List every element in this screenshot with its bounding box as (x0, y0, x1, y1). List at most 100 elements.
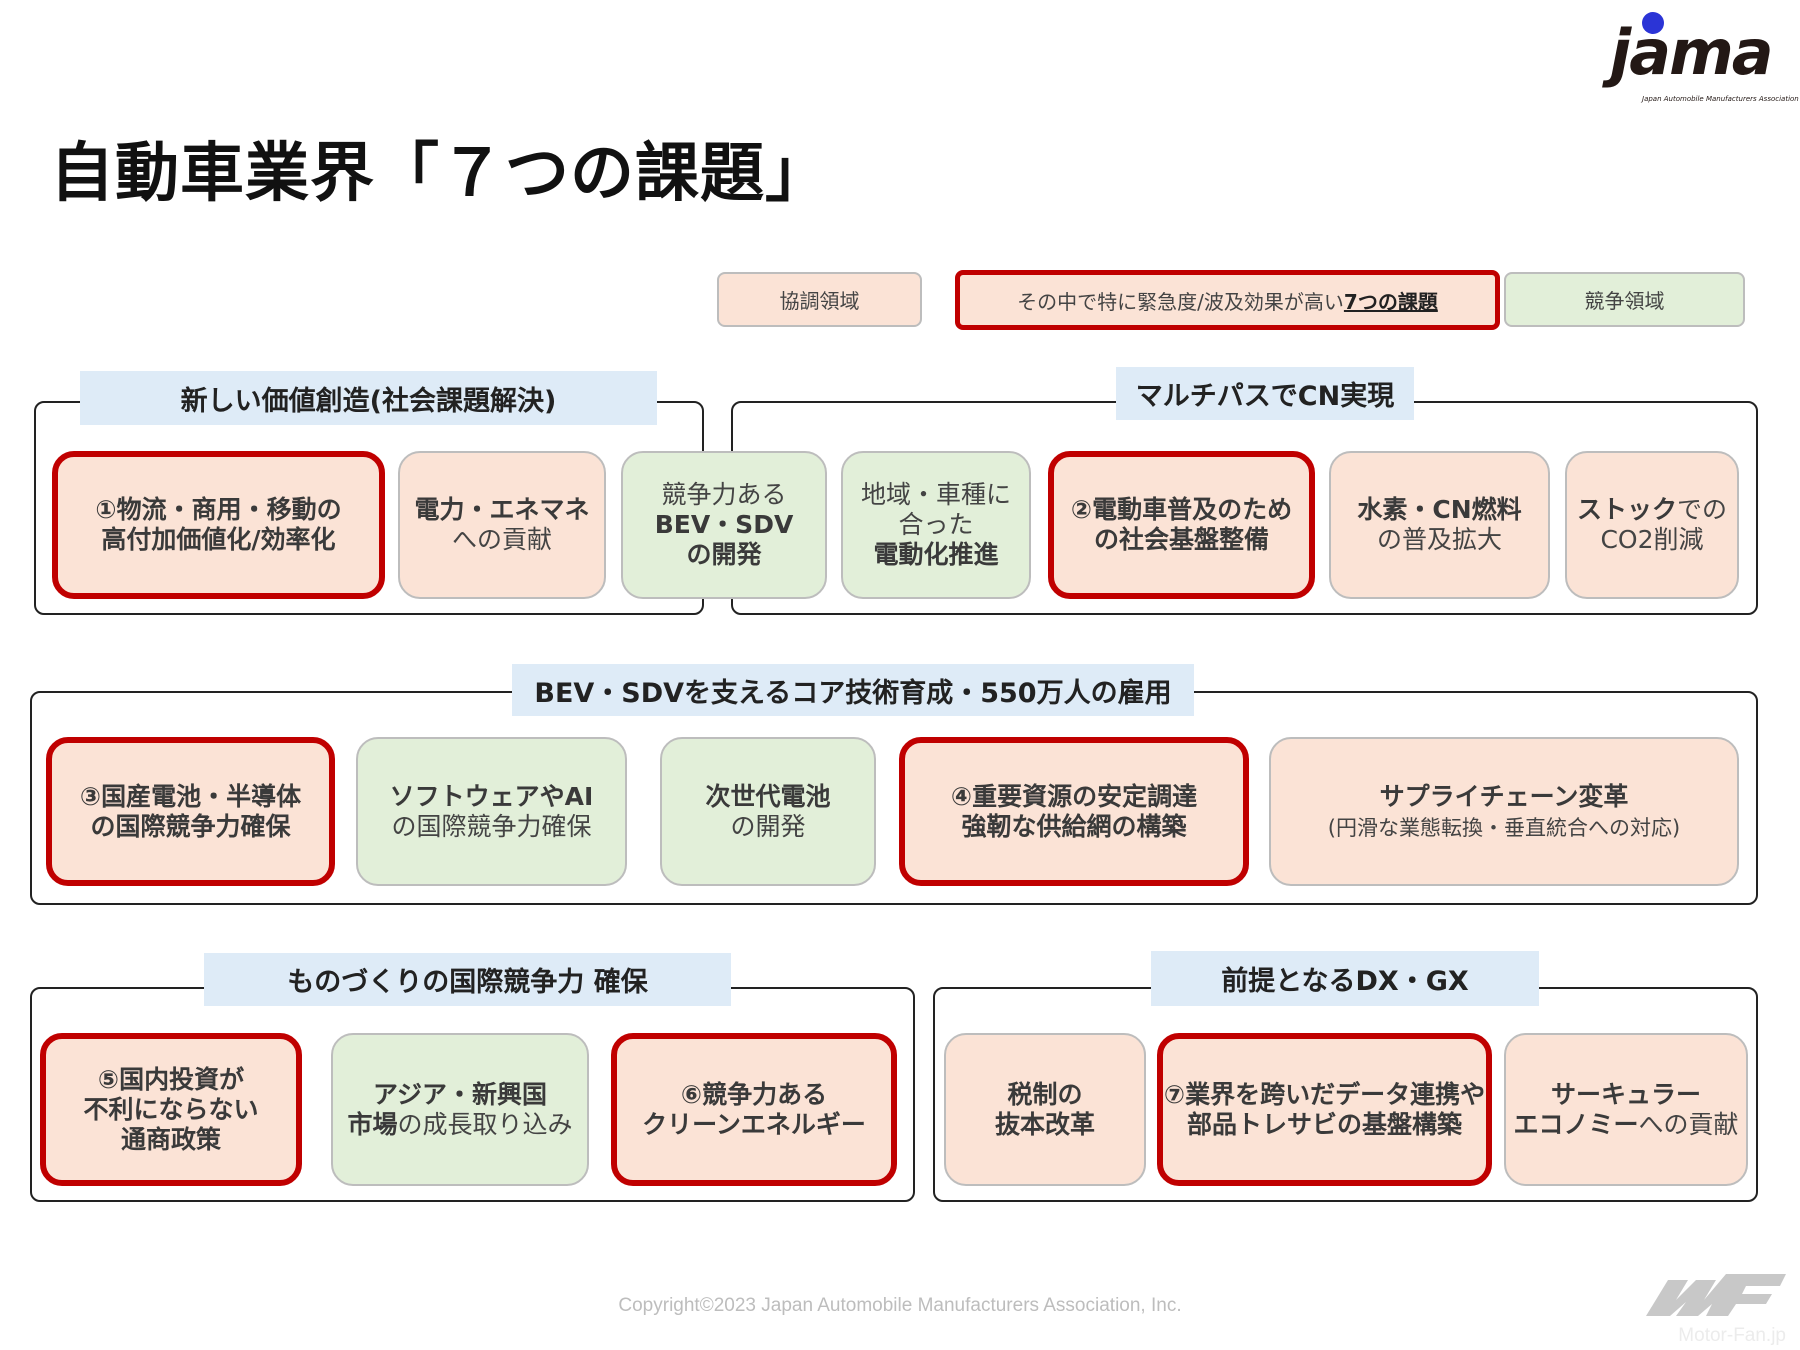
card-line: への貢献 (452, 525, 552, 555)
issue-card: 税制の抜本改革 (944, 1033, 1146, 1186)
card-line: の普及拡大 (1377, 525, 1502, 555)
card-text: の普及拡大 (1376, 525, 1502, 554)
card-text: サプライチェーン変革 (1379, 781, 1629, 811)
card-text: 電動化推進 (873, 540, 999, 569)
card-line: の開発 (686, 540, 761, 570)
card-text: ②電動車普及のため (1070, 495, 1293, 524)
card-line: ソフトウェアやAI (390, 782, 594, 812)
motor-fan-logo-icon (1646, 1274, 1786, 1316)
card-text: BEV・SDV (654, 510, 794, 539)
legend-label: 協調領域 (779, 289, 860, 313)
card-line: CO2削減 (1600, 525, 1703, 555)
card-line: ⑤国内投資が (98, 1065, 244, 1095)
issue-card-priority: ③国産電池・半導体の国際競争力確保 (46, 737, 335, 886)
issue-card-priority: ④重要資源の安定調達強靭な供給網の構築 (899, 737, 1249, 886)
card-text: への貢献 (451, 525, 552, 554)
card-text: での (1677, 495, 1728, 524)
card-line: サプライチェーン変革 (1380, 782, 1629, 812)
page-title: 自動車業界「７つの課題」 (50, 137, 830, 211)
card-text: 高付加価値化/効率化 (101, 525, 336, 554)
card-text: 強靭な供給網の構築 (961, 811, 1187, 841)
card-line: 強靭な供給網の構築 (961, 812, 1186, 842)
card-text: CO2削減 (1600, 525, 1704, 554)
card-line: の社会基盤整備 (1094, 525, 1269, 555)
card-line: サーキュラー (1551, 1080, 1701, 1110)
issue-card: 水素・CN燃料の普及拡大 (1329, 451, 1550, 599)
motor-fan-watermark: Motor-Fan.jp (1646, 1268, 1786, 1348)
card-line: ⑥競争力ある (681, 1080, 827, 1110)
card-line: 通商政策 (121, 1125, 221, 1155)
card-line: 税制の (1007, 1080, 1082, 1110)
card-text: ①物流・商用・移動の (95, 495, 342, 524)
card-text: 地域・車種に (860, 480, 1011, 509)
card-text: への貢献 (1638, 1109, 1739, 1139)
card-line: エコノミーへの貢献 (1513, 1110, 1738, 1140)
section-label-multipath: マルチパスでCN実現 (1116, 367, 1414, 420)
issue-card: 次世代電池の開発 (660, 737, 876, 886)
logo-dot (1642, 12, 1664, 34)
card-text: 抜本改革 (994, 1109, 1095, 1139)
card-line: 不利にならない (83, 1095, 258, 1125)
card-text: ストック (1576, 495, 1677, 524)
issue-card-priority: ⑦業界を跨いだデータ連携や部品トレサビの基盤構築 (1157, 1033, 1492, 1186)
card-text: ⑤国内投資が (97, 1064, 245, 1094)
card-text: ③国産電池・半導体 (79, 781, 302, 811)
card-line: の開発 (730, 812, 805, 842)
card-text: の社会基盤整備 (1093, 525, 1269, 554)
card-text: の開発 (730, 811, 806, 841)
issue-card-priority: ①物流・商用・移動の高付加価値化/効率化 (52, 451, 385, 599)
card-text: サーキュラー (1550, 1079, 1701, 1109)
section-label-core-tech: BEV・SDVを支えるコア技術育成・550万人の雇用 (512, 664, 1194, 716)
card-line: ⑦業界を跨いだデータ連携や (1164, 1080, 1485, 1110)
card-line: の国際競争力確保 (90, 812, 290, 842)
card-line: 市場の成長取り込み (347, 1110, 572, 1140)
card-text: 部品トレサビの基盤構築 (1186, 1109, 1462, 1139)
card-line: アジア・新興国 (373, 1080, 547, 1110)
card-line: ②電動車普及のため (1071, 495, 1292, 525)
issue-card: サーキュラーエコノミーへの貢献 (1504, 1033, 1748, 1186)
card-line: の国際競争力確保 (391, 812, 591, 842)
card-text: 通商政策 (120, 1124, 221, 1154)
legend-competition: 競争領域 (1504, 272, 1745, 327)
issue-card-priority: ⑥競争力あるクリーンエネルギー (611, 1033, 897, 1186)
card-text: ④重要資源の安定調達 (950, 781, 1198, 811)
card-line: ストックでの (1577, 495, 1727, 525)
legend-label: その中で特に緊急度/波及効果が高い (1017, 289, 1344, 314)
card-text: の開発 (686, 540, 762, 569)
card-text: 電力・エネマネ (414, 495, 590, 524)
card-line: 次世代電池 (705, 782, 830, 812)
card-line: 高付加価値化/効率化 (101, 525, 335, 555)
section-label-new-value: 新しい価値創造(社会課題解決) (80, 371, 657, 425)
card-line: クリーンエネルギー (642, 1110, 866, 1140)
issue-card: 地域・車種に合った電動化推進 (841, 451, 1031, 599)
issue-card: 電力・エネマネへの貢献 (398, 451, 606, 599)
card-text: の国際競争力確保 (391, 811, 592, 841)
card-text: の国際競争力確保 (90, 811, 291, 841)
card-text: 市場 (347, 1109, 398, 1139)
card-line: ①物流・商用・移動の (95, 495, 341, 525)
card-text: 水素・CN燃料 (1357, 495, 1522, 524)
card-text: アジア・新興国 (372, 1079, 547, 1109)
issue-card: アジア・新興国市場の成長取り込み (331, 1033, 589, 1186)
card-line: 水素・CN燃料 (1357, 495, 1521, 525)
card-text: 次世代電池 (705, 781, 831, 811)
card-line: 競争力ある (661, 480, 786, 510)
legend-cooperation: 協調領域 (717, 272, 922, 327)
card-text: 合った (898, 510, 974, 539)
issue-card-priority: ②電動車普及のための社会基盤整備 (1048, 451, 1315, 599)
issue-card-priority: ⑤国内投資が不利にならない通商政策 (40, 1033, 302, 1186)
section-label-dx-gx: 前提となるDX・GX (1151, 951, 1539, 1006)
card-text: ⑥競争力ある (680, 1079, 828, 1109)
card-text: 税制の (1007, 1079, 1083, 1109)
logo-subtitle: Japan Automobile Manufacturers Associati… (1642, 95, 1799, 103)
card-text: の成長取り込み (397, 1109, 573, 1139)
section-label-monozukuri: ものづくりの国際競争力 確保 (204, 953, 731, 1006)
card-line: BEV・SDV (655, 510, 794, 540)
card-text: エコノミー (1513, 1109, 1639, 1139)
card-line: 電動化推進 (873, 540, 998, 570)
card-line: 抜本改革 (995, 1110, 1095, 1140)
card-line: ④重要資源の安定調達 (951, 782, 1197, 812)
